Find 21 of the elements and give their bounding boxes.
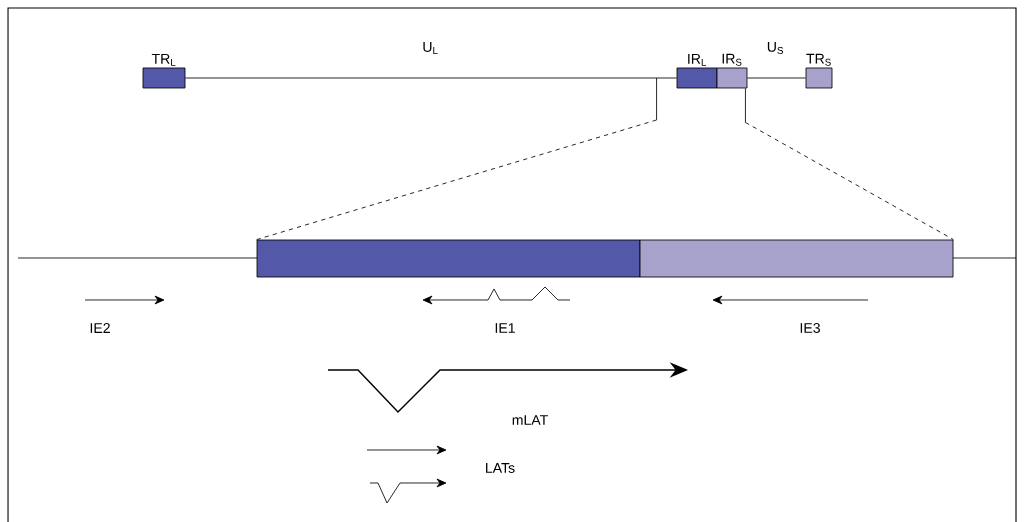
gene-region-box: IR$_{S}$ [716,53,748,89]
expanded-region-box [639,239,954,278]
genome-line [747,77,806,79]
node-label: IR$_{S}$ [722,53,742,66]
zoom-line [256,119,657,240]
genome-line [185,77,677,79]
transcript-label: IE2 [90,323,110,333]
transcript-label: LATs [486,463,515,473]
transcript-label: IE3 [800,323,820,333]
transcript-label: IE1 [495,323,515,333]
zoom-line [745,122,954,240]
gene-region-box: TR$_{L}$ [142,53,186,89]
expanded-region-box [256,239,641,278]
node-label: IR$_{L}$ [688,53,707,66]
gene-region-box: IR$_{L}$ [676,53,718,89]
edge-label: U$_{L}$ [423,42,438,54]
transcript-label: mLAT [512,415,548,425]
node-label: TR$_{S}$ [806,53,831,66]
gene-region-box: TR$_{S}$ [805,53,833,89]
edge-label: U$_{S}$ [767,42,784,54]
node-label: TR$_{L}$ [151,53,176,66]
